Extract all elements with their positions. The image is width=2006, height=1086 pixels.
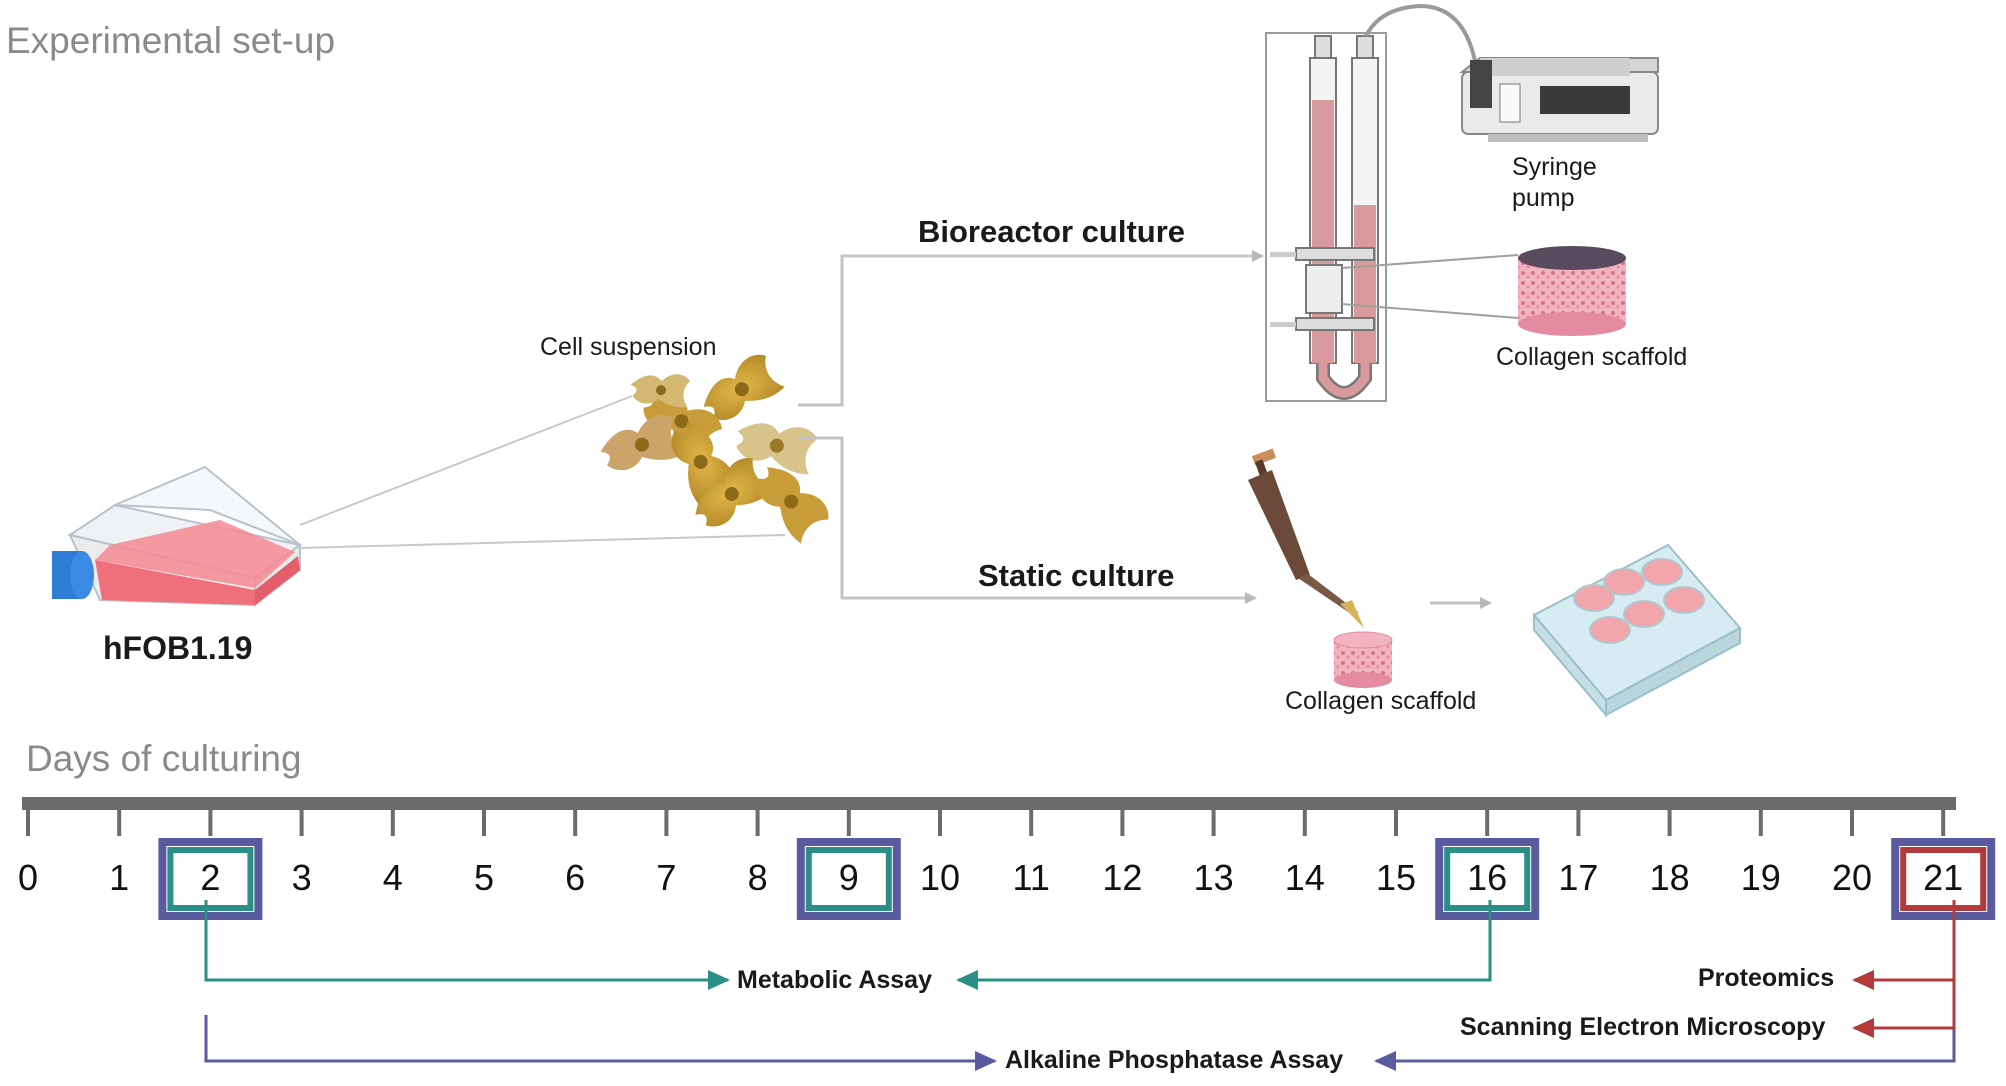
timeline-day-label: 20 bbox=[1831, 857, 1873, 898]
alkaline-phosphatase-assay-label: Alkaline Phosphatase Assay bbox=[1005, 1046, 1344, 1074]
bioreactor-culture-label: Bioreactor culture bbox=[918, 214, 1186, 249]
timeline-day-label: 11 bbox=[1012, 857, 1050, 898]
highlight-box-outer bbox=[158, 838, 263, 920]
highlight-box-outer bbox=[1891, 838, 1996, 920]
timeline-day-label: 21 bbox=[1923, 857, 1964, 898]
timeline-day-label: 0 bbox=[17, 857, 39, 898]
highlight-box-inner bbox=[805, 847, 892, 911]
syringe-pump-label: Syringe pump bbox=[1512, 152, 1597, 214]
timeline-axis bbox=[22, 797, 1996, 920]
timeline-day-label: 12 bbox=[1102, 857, 1143, 898]
timeline-day-label: 7 bbox=[656, 857, 677, 898]
timeline-day-label: 6 bbox=[565, 857, 586, 898]
syringe-pump-label-line2: pump bbox=[1512, 184, 1575, 212]
timeline-day-label: 13 bbox=[1193, 857, 1234, 898]
cell-suspension-label: Cell suspension bbox=[540, 333, 717, 361]
timeline-day-label: 14 bbox=[1284, 857, 1325, 898]
culture-flask-icon bbox=[52, 465, 303, 608]
collagen-scaffold-top-icon bbox=[1341, 246, 1626, 336]
timeline-day-label: 8 bbox=[747, 857, 768, 898]
static-culture-label: Static culture bbox=[978, 558, 1175, 593]
timeline-day-label: 15 bbox=[1375, 857, 1417, 898]
flask-cap-icon bbox=[52, 551, 94, 599]
timeline-day-label: 2 bbox=[200, 857, 221, 898]
proteomics-label: Proteomics bbox=[1698, 964, 1835, 992]
highlight-box-inner bbox=[1900, 847, 1987, 911]
collagen-scaffold-top-label: Collagen scaffold bbox=[1496, 343, 1688, 371]
collagen-scaffold-bottom-label: Collagen scaffold bbox=[1285, 687, 1477, 715]
timeline-day-label: 19 bbox=[1740, 857, 1781, 898]
scanning-electron-microscopy-label: Scanning Electron Microscopy bbox=[1460, 1013, 1826, 1041]
highlight-box-outer bbox=[796, 838, 901, 920]
timeline-section-title: Days of culturing bbox=[26, 738, 302, 779]
timeline-day-label: 4 bbox=[382, 857, 403, 898]
assay-connectors bbox=[204, 900, 1956, 1071]
timeline-day-label: 10 bbox=[919, 857, 961, 898]
timeline-day-label: 1 bbox=[109, 857, 130, 898]
syringe-pump-icon bbox=[1459, 57, 1659, 142]
cell-line-label: hFOB1.19 bbox=[103, 630, 253, 666]
timeline-day-label: 9 bbox=[838, 857, 859, 898]
timeline-day-label: 18 bbox=[1649, 857, 1690, 898]
bioreactor-icon bbox=[1265, 3, 1480, 402]
highlight-box-inner bbox=[1444, 847, 1531, 911]
collagen-scaffold-bottom-icon bbox=[1333, 631, 1393, 688]
setup-section-title: Experimental set-up bbox=[6, 20, 336, 61]
highlight-box-inner bbox=[167, 847, 254, 911]
highlight-box-outer bbox=[1435, 838, 1540, 920]
well-plate-icon bbox=[1532, 543, 1742, 718]
pipette-icon bbox=[1248, 448, 1364, 628]
timeline-day-label: 5 bbox=[473, 857, 495, 898]
timeline-ticks bbox=[26, 810, 1946, 836]
timeline-highlight-boxes bbox=[158, 838, 1996, 920]
syringe-pump-label-line1: Syringe bbox=[1512, 153, 1597, 181]
metabolic-assay-label: Metabolic Assay bbox=[737, 966, 932, 994]
timeline-day-label: 3 bbox=[291, 857, 312, 898]
timeline-day-label: 16 bbox=[1467, 857, 1508, 898]
timeline-day-label: 17 bbox=[1558, 857, 1599, 898]
cell-suspension-icon bbox=[600, 354, 829, 544]
